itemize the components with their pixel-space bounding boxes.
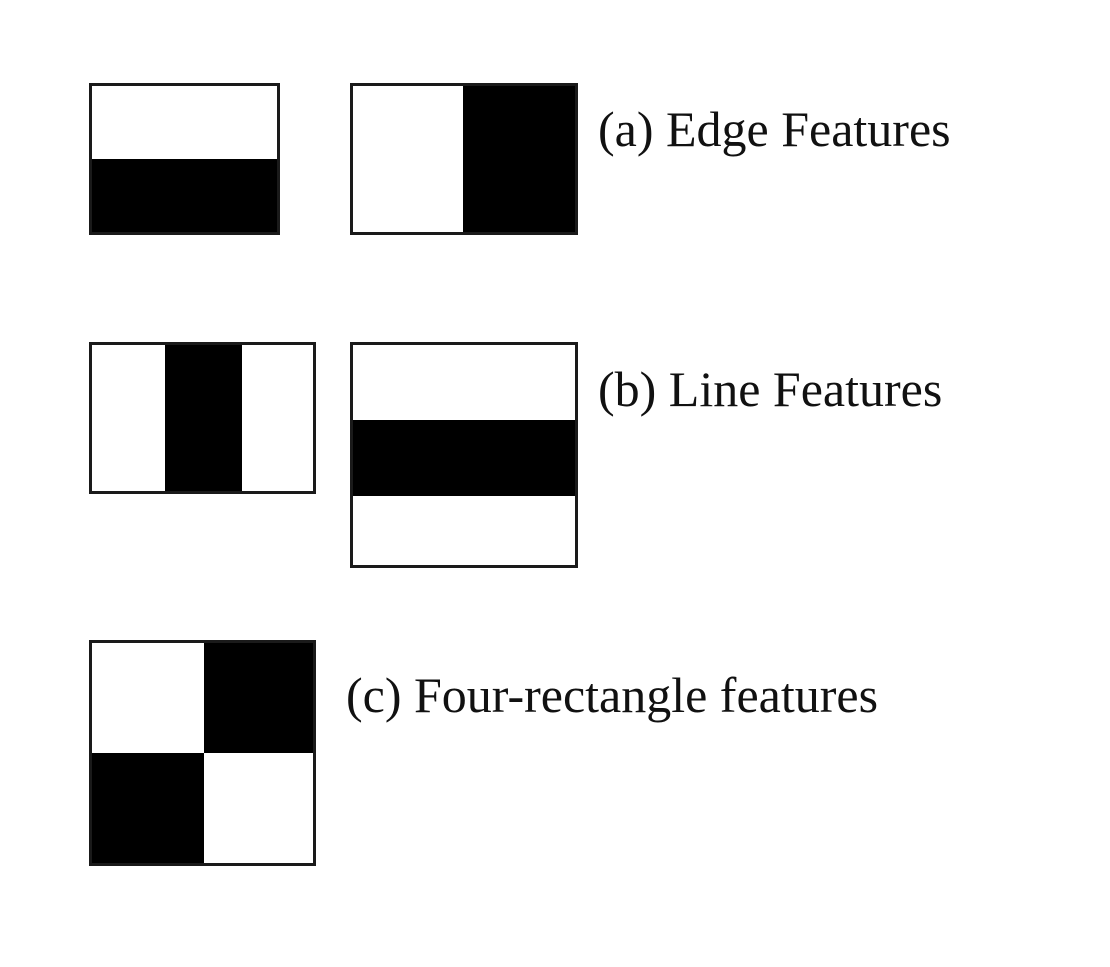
dark-region-top-right — [204, 643, 313, 753]
line-feature-vertical — [89, 342, 316, 494]
dark-region-center-column — [165, 345, 242, 491]
line-feature-horizontal — [350, 342, 578, 568]
caption-edge-features: (a) Edge Features — [598, 101, 951, 157]
dark-region-bottom — [92, 159, 277, 232]
four-rectangle-feature — [89, 640, 316, 866]
dark-region-center-row — [353, 420, 575, 496]
dark-region-bottom-left — [92, 753, 204, 863]
edge-feature-horizontal — [89, 83, 280, 235]
caption-line-features: (b) Line Features — [598, 361, 943, 417]
caption-four-rectangle-features: (c) Four-rectangle features — [346, 667, 879, 723]
dark-region-right — [463, 86, 575, 232]
edge-feature-vertical — [350, 83, 578, 235]
